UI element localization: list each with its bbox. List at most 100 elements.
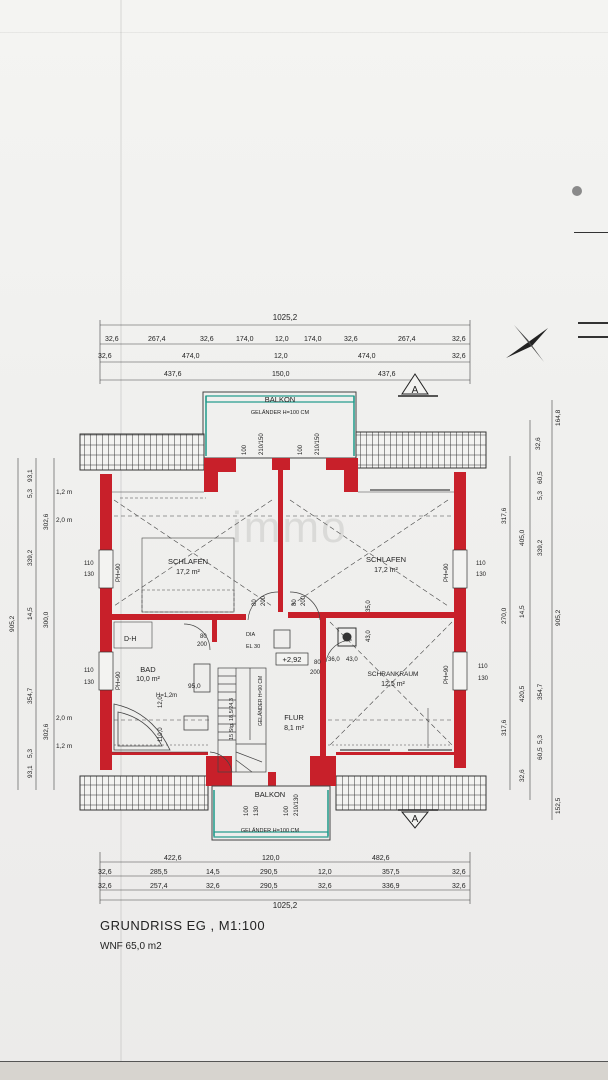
svg-text:32,6: 32,6	[98, 883, 112, 890]
roof-tiles	[335, 775, 487, 811]
svg-text:100: 100	[284, 805, 290, 816]
svg-text:437,6: 437,6	[164, 371, 182, 378]
svg-text:A: A	[412, 814, 419, 825]
svg-text:110: 110	[84, 668, 94, 674]
svg-text:80: 80	[314, 660, 321, 666]
svg-text:422,6: 422,6	[164, 855, 182, 862]
svg-text:482,6: 482,6	[372, 855, 390, 862]
svg-text:200: 200	[301, 595, 307, 606]
misc-label: 12,0	[158, 696, 164, 708]
svg-text:405,0: 405,0	[519, 529, 526, 546]
svg-text:2,0 m: 2,0 m	[56, 517, 72, 524]
misc-label: 110,0	[158, 727, 164, 742]
stairs	[217, 667, 267, 773]
svg-text:317,6: 317,6	[501, 507, 508, 524]
svg-text:130: 130	[476, 572, 487, 578]
dim-total-top: 1025,2	[273, 313, 298, 322]
svg-text:100: 100	[244, 805, 250, 816]
svg-text:32,6: 32,6	[206, 883, 220, 890]
section-marker: A	[398, 373, 438, 397]
dim-top-row3: 437,6 150,0 437,6	[164, 371, 396, 378]
svg-text:100: 100	[298, 444, 304, 455]
top-dimensions	[99, 320, 471, 384]
roof-tiles	[79, 775, 209, 811]
svg-text:130: 130	[84, 572, 95, 578]
dim-bottom-row3: 32,6 257,4 32,6 290,5 32,6 336,9 32,6	[98, 883, 466, 890]
svg-text:357,5: 357,5	[382, 869, 400, 876]
svg-text:354,7: 354,7	[27, 687, 34, 704]
room-area: 8,1 m²	[284, 725, 305, 732]
svg-text:2,0 m: 2,0 m	[56, 715, 72, 722]
svg-text:317,6: 317,6	[501, 719, 508, 736]
svg-text:32,6: 32,6	[452, 336, 466, 343]
right-dimensions	[509, 400, 553, 820]
svg-text:339,2: 339,2	[537, 539, 544, 556]
svg-text:354,7: 354,7	[537, 683, 544, 700]
svg-text:130: 130	[478, 676, 489, 682]
washing-machine-icon	[337, 627, 357, 647]
roof-tiles	[355, 431, 487, 469]
paper-fold	[0, 32, 608, 33]
room-name: SCHLAFEN	[366, 555, 406, 564]
height-note: H=1,2m	[156, 693, 177, 699]
room-name: FLUR	[284, 713, 304, 722]
svg-text:437,6: 437,6	[378, 371, 396, 378]
svg-text:174,0: 174,0	[236, 336, 254, 343]
windows	[98, 549, 468, 691]
svg-text:14,5: 14,5	[519, 605, 526, 618]
section-marker: A	[398, 809, 438, 829]
dim-top-row1: 32,6 267,4 32,6 174,0 12,0 174,0 32,6 26…	[105, 336, 466, 343]
svg-text:267,4: 267,4	[398, 336, 416, 343]
svg-text:270,0: 270,0	[501, 607, 508, 624]
dim-bottom-row2: 32,6 285,5 14,5 290,5 12,0 357,5 32,6	[98, 869, 466, 876]
left-dimensions	[17, 458, 55, 790]
svg-text:32,6: 32,6	[98, 869, 112, 876]
svg-text:100: 100	[242, 444, 248, 455]
svg-text:336,9: 336,9	[382, 883, 400, 890]
svg-text:474,0: 474,0	[358, 353, 376, 360]
stair-label: 15 Stg. 18,5/24,3	[229, 698, 235, 740]
balcony-door-labels: 100 210/150 100 210/150	[242, 433, 321, 455]
svg-text:130: 130	[84, 680, 95, 686]
left-dimension-labels: 93,1 5,3 339,2 302,6 14,5 300,0 354,7 30…	[9, 469, 50, 778]
railing-label: GELÄNDER H=100 CM	[241, 827, 300, 834]
svg-text:12,0: 12,0	[274, 353, 288, 360]
svg-text:120,0: 120,0	[262, 855, 280, 862]
level-marker: +2,92	[275, 652, 309, 666]
stair-railing-label: GELÄNDER H=90 CM	[257, 676, 264, 726]
svg-text:210/130: 210/130	[294, 794, 300, 816]
room-name: BAD	[140, 665, 156, 674]
svg-text:420,5: 420,5	[519, 685, 526, 702]
balcony-label: BALKON	[265, 395, 295, 404]
room-name: SCHRANKRAUM	[368, 671, 419, 678]
svg-text:12,0: 12,0	[275, 336, 289, 343]
svg-text:32,6: 32,6	[519, 769, 526, 782]
living-area: WNF 65,0 m2	[100, 941, 162, 952]
svg-text:12,0: 12,0	[318, 869, 332, 876]
svg-text:32,6: 32,6	[200, 336, 214, 343]
svg-text:5,3: 5,3	[27, 749, 34, 758]
misc-label: 36,0	[328, 657, 340, 663]
svg-text:200: 200	[310, 670, 321, 676]
misc-label: 43,0	[366, 630, 372, 642]
svg-text:32,6: 32,6	[344, 336, 358, 343]
balcony-label: BALKON	[255, 790, 285, 799]
balcony-door-labels: 100 130 100 210/130	[244, 794, 300, 816]
svg-text:302,6: 302,6	[43, 723, 50, 740]
chimney	[273, 629, 291, 649]
bottom-dimensions	[99, 852, 471, 904]
svg-text:32,6: 32,6	[452, 869, 466, 876]
misc-label: EL 30	[246, 644, 260, 650]
svg-text:93,1: 93,1	[27, 765, 34, 778]
svg-text:32,6: 32,6	[318, 883, 332, 890]
misc-label: DIA	[246, 632, 256, 638]
svg-text:93,1: 93,1	[27, 469, 34, 482]
balcony-bottom	[211, 785, 331, 841]
room-name: SCHLAFEN	[168, 557, 208, 566]
railing-label: GELÄNDER H=100 CM	[251, 409, 310, 416]
svg-text:80: 80	[200, 634, 207, 640]
svg-text:210/150: 210/150	[315, 433, 321, 455]
pin-hole	[572, 186, 582, 196]
dim-top-row2: 32,6 474,0 12,0 474,0 32,6	[98, 353, 466, 360]
svg-text:14,5: 14,5	[206, 869, 220, 876]
